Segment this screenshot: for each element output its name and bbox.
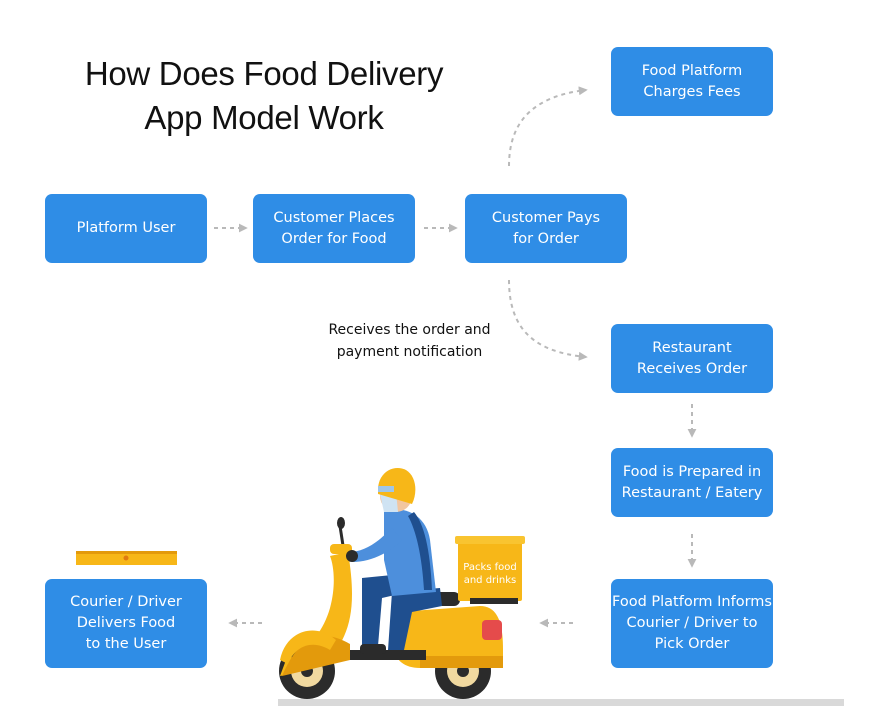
node-label-line-2: Charges Fees (643, 83, 741, 100)
annotation-line-2: payment notification (336, 344, 483, 360)
node-label-line-2: Receives Order (636, 360, 748, 377)
node-customer-places-order: Customer Places Order for Food (253, 194, 415, 263)
arrow-pays-to-fees (508, 86, 588, 167)
node-label: Platform User (76, 220, 176, 236)
node-platform-user: Platform User (45, 194, 207, 263)
node-label-line-2: Delivers Food (76, 615, 176, 631)
order-notification-annotation: Receives the order and payment notificat… (322, 319, 497, 363)
road-line (278, 699, 844, 706)
delivery-box-label-line-2: and drinks (464, 575, 517, 586)
node-platform-charges-fees: Food Platform Charges Fees (611, 47, 773, 116)
node-label-line-1: Customer Pays (491, 209, 601, 226)
diagram-title: How Does Food Delivery App Model Work (40, 52, 488, 140)
node-platform-informs-courier: Food Platform Informs Courier / Driver t… (611, 579, 773, 668)
node-label-line-1: Customer Places (273, 209, 395, 226)
arrow-pays-to-restaurant (508, 279, 588, 361)
node-label-line-1: Restaurant (652, 339, 732, 356)
delivery-box-label-line-1: Packs food (463, 562, 517, 573)
node-label-line-2: Courier / Driver to (626, 615, 758, 631)
node-label-line-1: Food Platform Informs (612, 594, 772, 610)
node-customer-pays: Customer Pays for Order (465, 194, 627, 263)
node-label-line-2: Order for Food (281, 230, 387, 247)
helmet-icon (378, 468, 416, 504)
annotation-line-1: Receives the order and (328, 322, 491, 338)
title-line-2: App Model Work (144, 99, 384, 136)
delivery-box-icon: Packs food and drinks (455, 536, 525, 604)
node-food-prepared: Food is Prepared in Restaurant / Eatery (611, 448, 773, 517)
node-label-line-3: to the User (85, 636, 167, 652)
title-line-1: How Does Food Delivery (84, 55, 444, 92)
node-label-line-1: Food Platform (641, 62, 743, 79)
node-label-line-1: Food is Prepared in (622, 463, 762, 480)
node-restaurant-receives-order: Restaurant Receives Order (611, 324, 773, 393)
node-courier-delivers-food: Courier / Driver Delivers Food to the Us… (45, 579, 207, 668)
node-label-line-1: Courier / Driver (70, 594, 182, 610)
node-label-line-3: Pick Order (654, 636, 730, 652)
node-label-line-2: Restaurant / Eatery (621, 484, 763, 501)
node-label-line-2: for Order (513, 230, 579, 247)
